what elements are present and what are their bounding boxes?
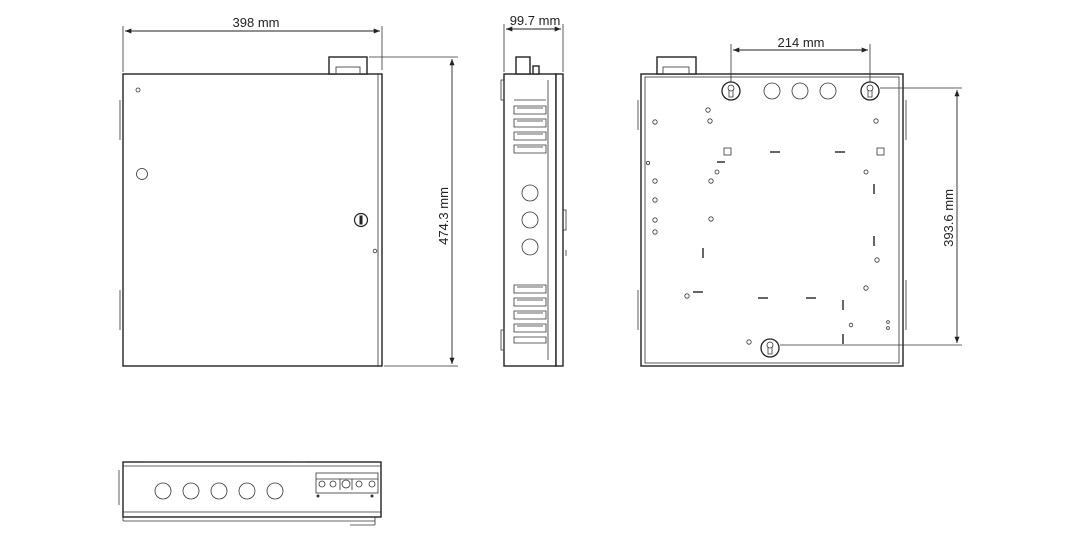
mounting-holes <box>646 107 890 345</box>
vent-slots-top <box>513 99 547 154</box>
knockout-hole <box>819 82 837 100</box>
knockout-hole <box>521 238 539 256</box>
terminal-block <box>315 472 379 498</box>
slot-marks <box>693 151 875 344</box>
front-height-label: 474.3 mm <box>436 187 451 245</box>
rear-hole-spacing-label: 214 mm <box>778 35 825 50</box>
knockout-hole <box>154 482 172 500</box>
vent-slots-bottom <box>513 284 547 344</box>
screw-hole <box>372 248 378 254</box>
bottom-view <box>118 461 382 526</box>
front-width-label: 398 mm <box>233 15 280 30</box>
lock-icon <box>353 212 369 228</box>
knockout-hole <box>521 211 539 229</box>
screw-hole <box>135 87 141 93</box>
rear-hole-height-label: 393.6 mm <box>941 189 956 247</box>
knockout-hole <box>266 482 284 500</box>
knockout-hole <box>136 168 148 180</box>
knockout-hole <box>238 482 256 500</box>
front-view: 398 mm 474.3 mm <box>119 15 458 367</box>
knockout-hole <box>521 184 539 202</box>
rear-view: 214 mm 393.6 mm <box>637 35 962 367</box>
knockout-hole <box>210 482 228 500</box>
knockout-hole <box>763 82 781 100</box>
knockout-hole <box>182 482 200 500</box>
side-depth-label: 99.7 mm <box>510 13 561 28</box>
keyhole-mount-bottom <box>760 338 780 358</box>
knockout-hole <box>791 82 809 100</box>
side-view: 99.7 mm <box>500 13 567 367</box>
